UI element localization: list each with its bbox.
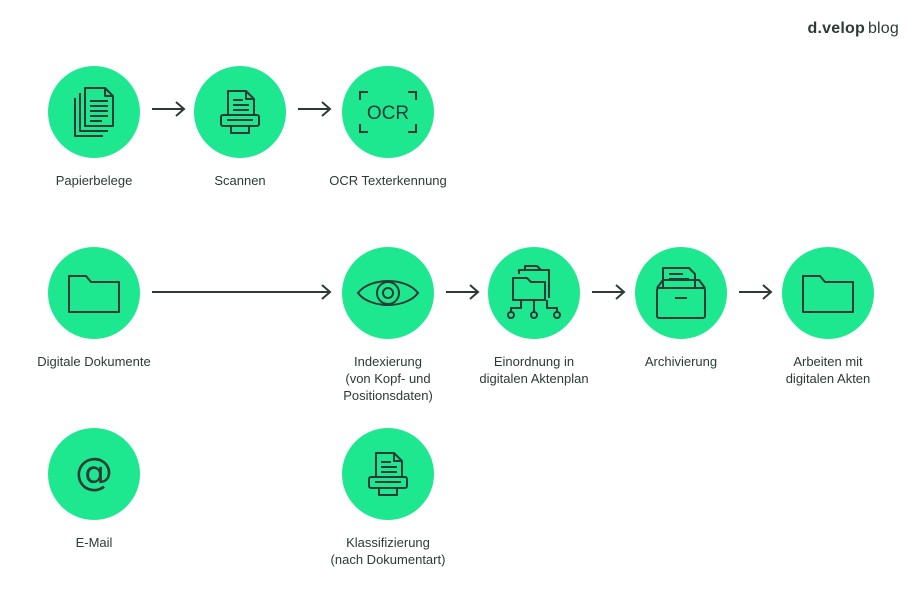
node-digitale-dokumente: Digitale Dokumente — [37, 247, 151, 369]
node-ocr: OCR OCR Texterkennung — [329, 66, 447, 188]
arrow-einordnung-archivierung — [592, 284, 626, 300]
brand-main: d.velop — [807, 20, 865, 37]
arrow-indexierung-einordnung — [446, 284, 480, 300]
node-label: OCR Texterkennung — [329, 173, 447, 188]
node-label: Indexierung (von Kopf- und Positionsdate… — [343, 354, 433, 403]
node-circle — [48, 66, 140, 158]
node-label: Einordnung in digitalen Aktenplan — [479, 354, 589, 386]
arrow-papierbelege-scannen — [152, 101, 186, 117]
node-archivierung: Archivierung — [635, 247, 727, 369]
node-scannen: Scannen — [194, 66, 286, 188]
node-label: Scannen — [214, 173, 266, 188]
node-label: Arbeiten mit digitalen Akten — [785, 354, 871, 386]
node-circle — [194, 66, 286, 158]
eye-icon — [356, 280, 420, 306]
node-circle: OCR — [342, 66, 434, 158]
node-circle: @ — [48, 428, 140, 520]
folder-icon — [68, 275, 120, 313]
node-label: E-Mail — [75, 535, 113, 550]
node-arbeiten: Arbeiten mit digitalen Akten — [782, 247, 874, 386]
node-circle — [342, 428, 434, 520]
folder-network-icon — [507, 265, 561, 319]
node-label: Archivierung — [644, 354, 718, 369]
at-sign-icon: @ — [75, 450, 113, 494]
node-einordnung: Einordnung in digitalen Aktenplan — [479, 247, 589, 386]
folder-icon — [802, 275, 854, 313]
archive-box-icon — [656, 267, 706, 319]
node-label: Papierbelege — [55, 173, 133, 188]
stacked-documents-icon — [74, 87, 114, 137]
node-indexierung: Indexierung (von Kopf- und Positionsdate… — [342, 247, 434, 403]
node-circle — [635, 247, 727, 339]
node-circle — [488, 247, 580, 339]
ocr-icon-text: OCR — [367, 103, 409, 124]
scanner-icon — [220, 90, 260, 134]
node-klassifizierung: Klassifizierung (nach Dokumentart) — [331, 428, 445, 567]
arrow-archivierung-arbeiten — [739, 284, 773, 300]
node-label: Klassifizierung (nach Dokumentart) — [330, 535, 446, 567]
node-circle — [342, 247, 434, 339]
node-circle — [782, 247, 874, 339]
arrow-scannen-ocr — [298, 101, 332, 117]
node-label: Digitale Dokumente — [37, 354, 151, 369]
at-sign-text: @ — [75, 450, 113, 494]
scanner-icon — [368, 452, 408, 496]
ocr-icon: OCR — [359, 91, 417, 133]
brand-sub: blog — [867, 20, 899, 37]
node-circle — [48, 247, 140, 339]
node-papierbelege: Papierbelege — [48, 66, 140, 188]
arrow-digitale-indexierung — [152, 284, 332, 300]
node-email: @ E-Mail — [48, 428, 140, 550]
